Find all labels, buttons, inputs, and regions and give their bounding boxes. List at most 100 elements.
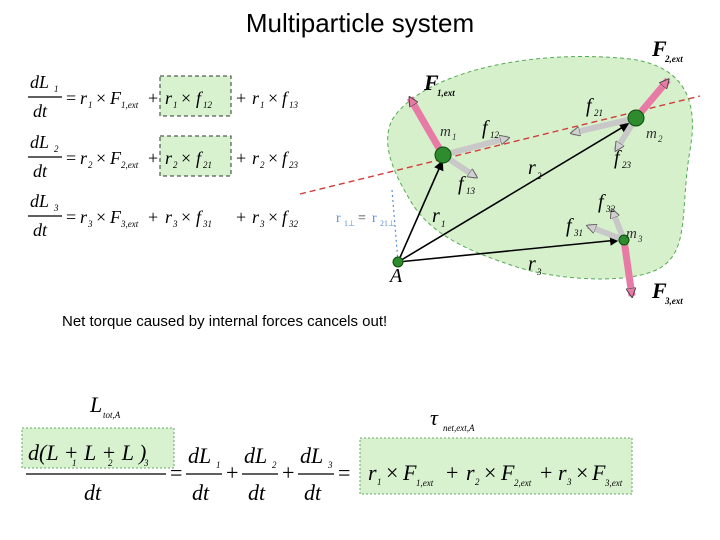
position-vector-r3 [397, 235, 620, 263]
svg-text:+: + [148, 148, 158, 168]
svg-text:×: × [484, 460, 496, 485]
svg-text:2: 2 [272, 460, 277, 470]
r3-label: r [528, 253, 536, 275]
mass-label-1: m [440, 124, 451, 140]
svg-text:r: r [252, 207, 260, 227]
svg-text:3: 3 [566, 477, 572, 487]
svg-text:+: + [148, 88, 158, 108]
svg-text:dt: dt [192, 480, 210, 505]
svg-text:×: × [181, 88, 191, 108]
f31-label: f [566, 215, 574, 237]
svg-text:×: × [181, 207, 191, 227]
svg-text:3: 3 [259, 219, 265, 229]
cancellation-note: Net torque caused by internal forces can… [62, 313, 388, 330]
f21-label: f [586, 95, 594, 117]
F3ext-label: F [651, 278, 667, 303]
svg-text:+: + [446, 460, 458, 485]
svg-text:3: 3 [327, 460, 333, 470]
svg-text:r: r [466, 460, 475, 485]
svg-text:f: f [282, 148, 290, 168]
highlight-box-net-torque [359, 437, 633, 495]
svg-text:×: × [96, 88, 106, 108]
svg-text:=: = [66, 148, 76, 168]
ext-force-1 [406, 98, 447, 157]
svg-text:r: r [165, 88, 173, 108]
equation-row-3: dL 3 dt = r 3 × F 3,ext + r 3 × f 31 + r… [28, 191, 299, 240]
svg-text:3,ext: 3,ext [604, 478, 623, 488]
term-force: F [109, 88, 122, 108]
svg-text:+: + [540, 460, 552, 485]
svg-text:net,ext,A: net,ext,A [443, 423, 475, 433]
svg-text:f: f [196, 207, 204, 227]
svg-text:r: r [165, 148, 173, 168]
svg-text:23: 23 [622, 160, 632, 170]
svg-text:dL: dL [30, 132, 49, 152]
svg-text:1: 1 [441, 219, 446, 229]
svg-text:×: × [268, 148, 278, 168]
svg-text:2: 2 [108, 458, 113, 468]
L-total-label: L [89, 392, 102, 417]
svg-text:r: r [336, 211, 341, 226]
term-r-index: 1 [88, 100, 93, 110]
svg-text:r: r [80, 207, 88, 227]
svg-text:f: f [282, 207, 290, 227]
int-force-12 [442, 138, 508, 158]
svg-text:3: 3 [87, 219, 93, 229]
lhs-index: 1 [54, 84, 59, 94]
position-vector-r2 [397, 122, 630, 263]
svg-text:1: 1 [173, 100, 178, 110]
svg-text:1: 1 [72, 458, 77, 468]
svg-text:r: r [368, 460, 377, 485]
svg-text:=: = [358, 211, 366, 226]
origin-point [392, 256, 404, 268]
f32-label: f [598, 191, 606, 213]
svg-text:dt: dt [84, 480, 102, 505]
int-force-31 [588, 223, 626, 243]
svg-text:2,ext: 2,ext [514, 478, 532, 488]
svg-text:×: × [268, 88, 278, 108]
svg-text:F: F [500, 460, 515, 485]
svg-text:1: 1 [216, 460, 221, 470]
position-vector-r1 [397, 160, 444, 263]
highlight-box-f21 [159, 135, 232, 177]
mass-label-2: m [646, 126, 657, 142]
svg-text:2,ext: 2,ext [664, 54, 683, 64]
svg-text:dL: dL [300, 443, 323, 468]
svg-text:3: 3 [53, 203, 59, 213]
svg-text:1,ext: 1,ext [416, 478, 434, 488]
mass-3 [618, 234, 630, 246]
svg-text:2: 2 [658, 134, 663, 144]
svg-text:2: 2 [54, 144, 59, 154]
svg-text:=: = [338, 460, 350, 485]
svg-text:+: + [226, 460, 238, 485]
svg-text:r: r [558, 460, 567, 485]
svg-text:2: 2 [88, 160, 93, 170]
perp-equality: r 1⊥ = r 21⊥ [336, 211, 395, 228]
perpendicular-distance [391, 189, 399, 263]
svg-text:32: 32 [605, 204, 616, 214]
highlight-box-L-total [21, 427, 175, 469]
term-force-sub: 1,ext [121, 100, 139, 110]
svg-text:×: × [96, 148, 106, 168]
svg-text:3: 3 [637, 234, 643, 244]
svg-text:+: + [236, 88, 246, 108]
svg-text:2: 2 [475, 477, 480, 487]
svg-text:21⊥: 21⊥ [380, 219, 395, 228]
total-numerator: d(L + L + L ) [28, 440, 146, 465]
svg-text:=: = [66, 88, 76, 108]
svg-text:r: r [80, 88, 88, 108]
svg-text:12: 12 [490, 130, 500, 140]
svg-text:×: × [181, 148, 191, 168]
mass-1 [434, 146, 452, 164]
slide-title: Multiparticle system [245, 8, 475, 38]
lhs-dL: dL [30, 72, 49, 92]
svg-text:f: f [196, 148, 204, 168]
svg-text:dL: dL [244, 443, 267, 468]
svg-text:F: F [591, 460, 606, 485]
svg-text:dt: dt [33, 161, 48, 181]
origin-label: A [388, 265, 403, 287]
svg-text:32: 32 [288, 219, 299, 229]
mass-2 [627, 109, 645, 127]
svg-text:1,ext: 1,ext [437, 88, 455, 98]
